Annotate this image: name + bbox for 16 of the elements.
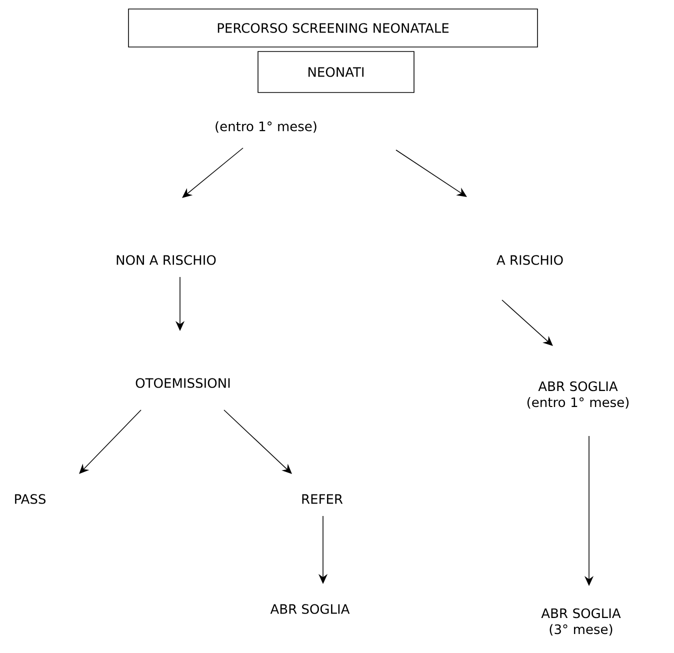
- node-label: PASS: [15, 494, 46, 504]
- node-label: ABR SOGLIA: [270, 604, 350, 614]
- node-label: OTOEMISSIONI: [136, 378, 230, 388]
- node-label: A RISCHIO: [496, 255, 563, 265]
- title-box: PERCORSO SCREENING NEONATALE: [128, 8, 538, 48]
- arrow: [224, 410, 292, 474]
- arrow: [396, 150, 467, 197]
- node-label: REFER: [302, 494, 343, 504]
- arrow: [502, 300, 553, 346]
- arrow: [182, 148, 244, 198]
- node-caption: (entro 1° mese): [216, 121, 316, 133]
- arrow: [79, 410, 142, 474]
- process-box: NEONATI: [258, 51, 414, 93]
- node-label: ABR SOGLIA (3° mese): [541, 608, 621, 636]
- node-label: ABR SOGLIA (entro 1° mese): [527, 381, 629, 409]
- node-label: NON A RISCHIO: [116, 255, 216, 265]
